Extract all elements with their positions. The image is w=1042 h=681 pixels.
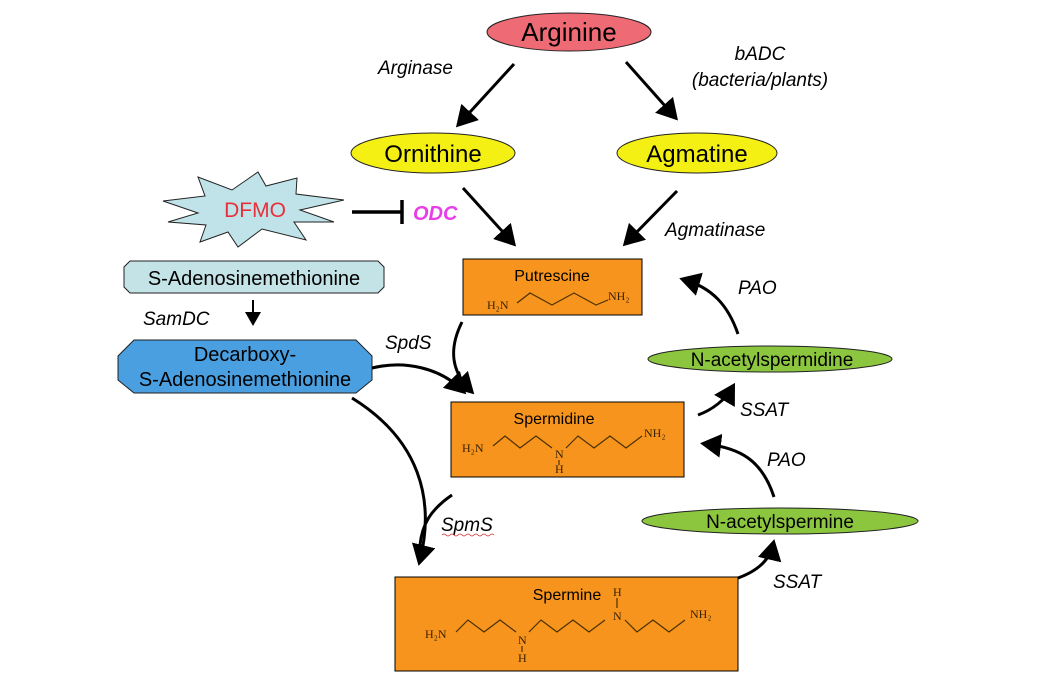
amine-group: NH₂ [608,289,630,303]
amine-group: NH₂ [690,607,712,621]
arrow-putrescine-spermidine [450,321,475,395]
sam-label: S-Adenosinemethionine [148,268,360,290]
node-n-acetylspermine: N-acetylspermine [641,507,919,535]
enzyme-spms: SpmS [441,515,493,536]
dfmo-label: DFMO [224,199,286,222]
node-n-acetylspermidine: N-acetylspermidine [647,345,893,373]
enzyme-agmatinase: Agmatinase [664,220,765,241]
arrow-spermidine-nacetylspermidine [697,382,736,417]
amine-group: NH₂ [644,426,666,440]
arrow-arginine-ornithine [455,62,516,128]
arrow-spermine-nacetylspermine [737,539,782,580]
dcsam-label-line2: S-Adenosinemethionine [139,369,351,391]
enzyme-samdc: SamDC [143,309,210,330]
n-acetylspermidine-label: N-acetylspermidine [691,350,854,371]
nitrogen: N [613,609,622,623]
inhibition-dfmo-odc [352,200,404,224]
node-dcsam: Decarboxy- S-Adenosinemethionine [117,339,373,394]
putrescine-structure: H₂N NH₂ [487,289,630,312]
enzyme-pao-top: PAO [738,278,777,299]
amine-group: H₂N [487,298,509,312]
node-spermidine: Spermidine H₂N N H NH₂ [450,401,685,478]
spellcheck-underline [441,533,495,537]
arginine-label: Arginine [521,17,616,47]
arrow-ornithine-putrescine [461,186,517,247]
arrow-arginine-agmatine [624,61,678,121]
amine-group: H₂N [425,627,447,641]
putrescine-label: Putrescine [514,268,590,285]
node-agmatine: Agmatine [616,132,778,174]
arrow-nacetylspermine-spermidine [700,433,776,498]
enzyme-spds: SpdS [385,333,432,354]
enzyme-arginase: Arginase [377,58,453,79]
spermine-label: Spermine [533,587,602,604]
node-spermine: Spermine H₂N N H N H NH₂ [394,576,739,672]
hydrogen: H [613,585,622,599]
enzyme-ssat-bottom: SSAT [773,572,823,593]
arrow-dcsam-spermine [351,396,436,566]
n-acetylspermine-label: N-acetylspermine [706,512,854,533]
enzyme-ssat-top: SSAT [740,400,790,421]
starburst-shape [162,171,345,248]
arrow-agmatine-putrescine [622,189,679,247]
amine-group: H₂N [462,441,484,455]
spermidine-structure: H₂N N H NH₂ [462,426,666,476]
arrow-spermidine-spermine [418,493,453,546]
enzyme-badc-note: (bacteria/plants) [692,70,828,91]
node-putrescine: Putrescine H₂N NH₂ [462,258,643,316]
enzyme-pao-bottom: PAO [767,450,806,471]
arrow-nacetylspermidine-putrescine [679,272,740,335]
node-sam: S-Adenosinemethionine [123,260,385,294]
node-dfmo: DFMO [162,171,345,248]
nitrogen: N [555,447,564,461]
enzyme-badc: bADC [735,44,786,65]
arrow-dcsam-spermidine [371,363,467,395]
dcsam-label-line1: Decarboxy- [194,344,296,366]
node-arginine: Arginine [486,12,652,52]
spermidine-label: Spermidine [514,411,595,428]
spermine-structure: H₂N N H N H NH₂ [425,585,712,665]
node-ornithine: Ornithine [350,132,516,174]
agmatine-label: Agmatine [646,141,747,168]
hydrogen: H [518,651,527,665]
nitrogen: N [518,633,527,647]
ornithine-label: Ornithine [384,141,481,168]
hydrogen: H [555,462,564,476]
enzyme-odc: ODC [413,203,458,225]
